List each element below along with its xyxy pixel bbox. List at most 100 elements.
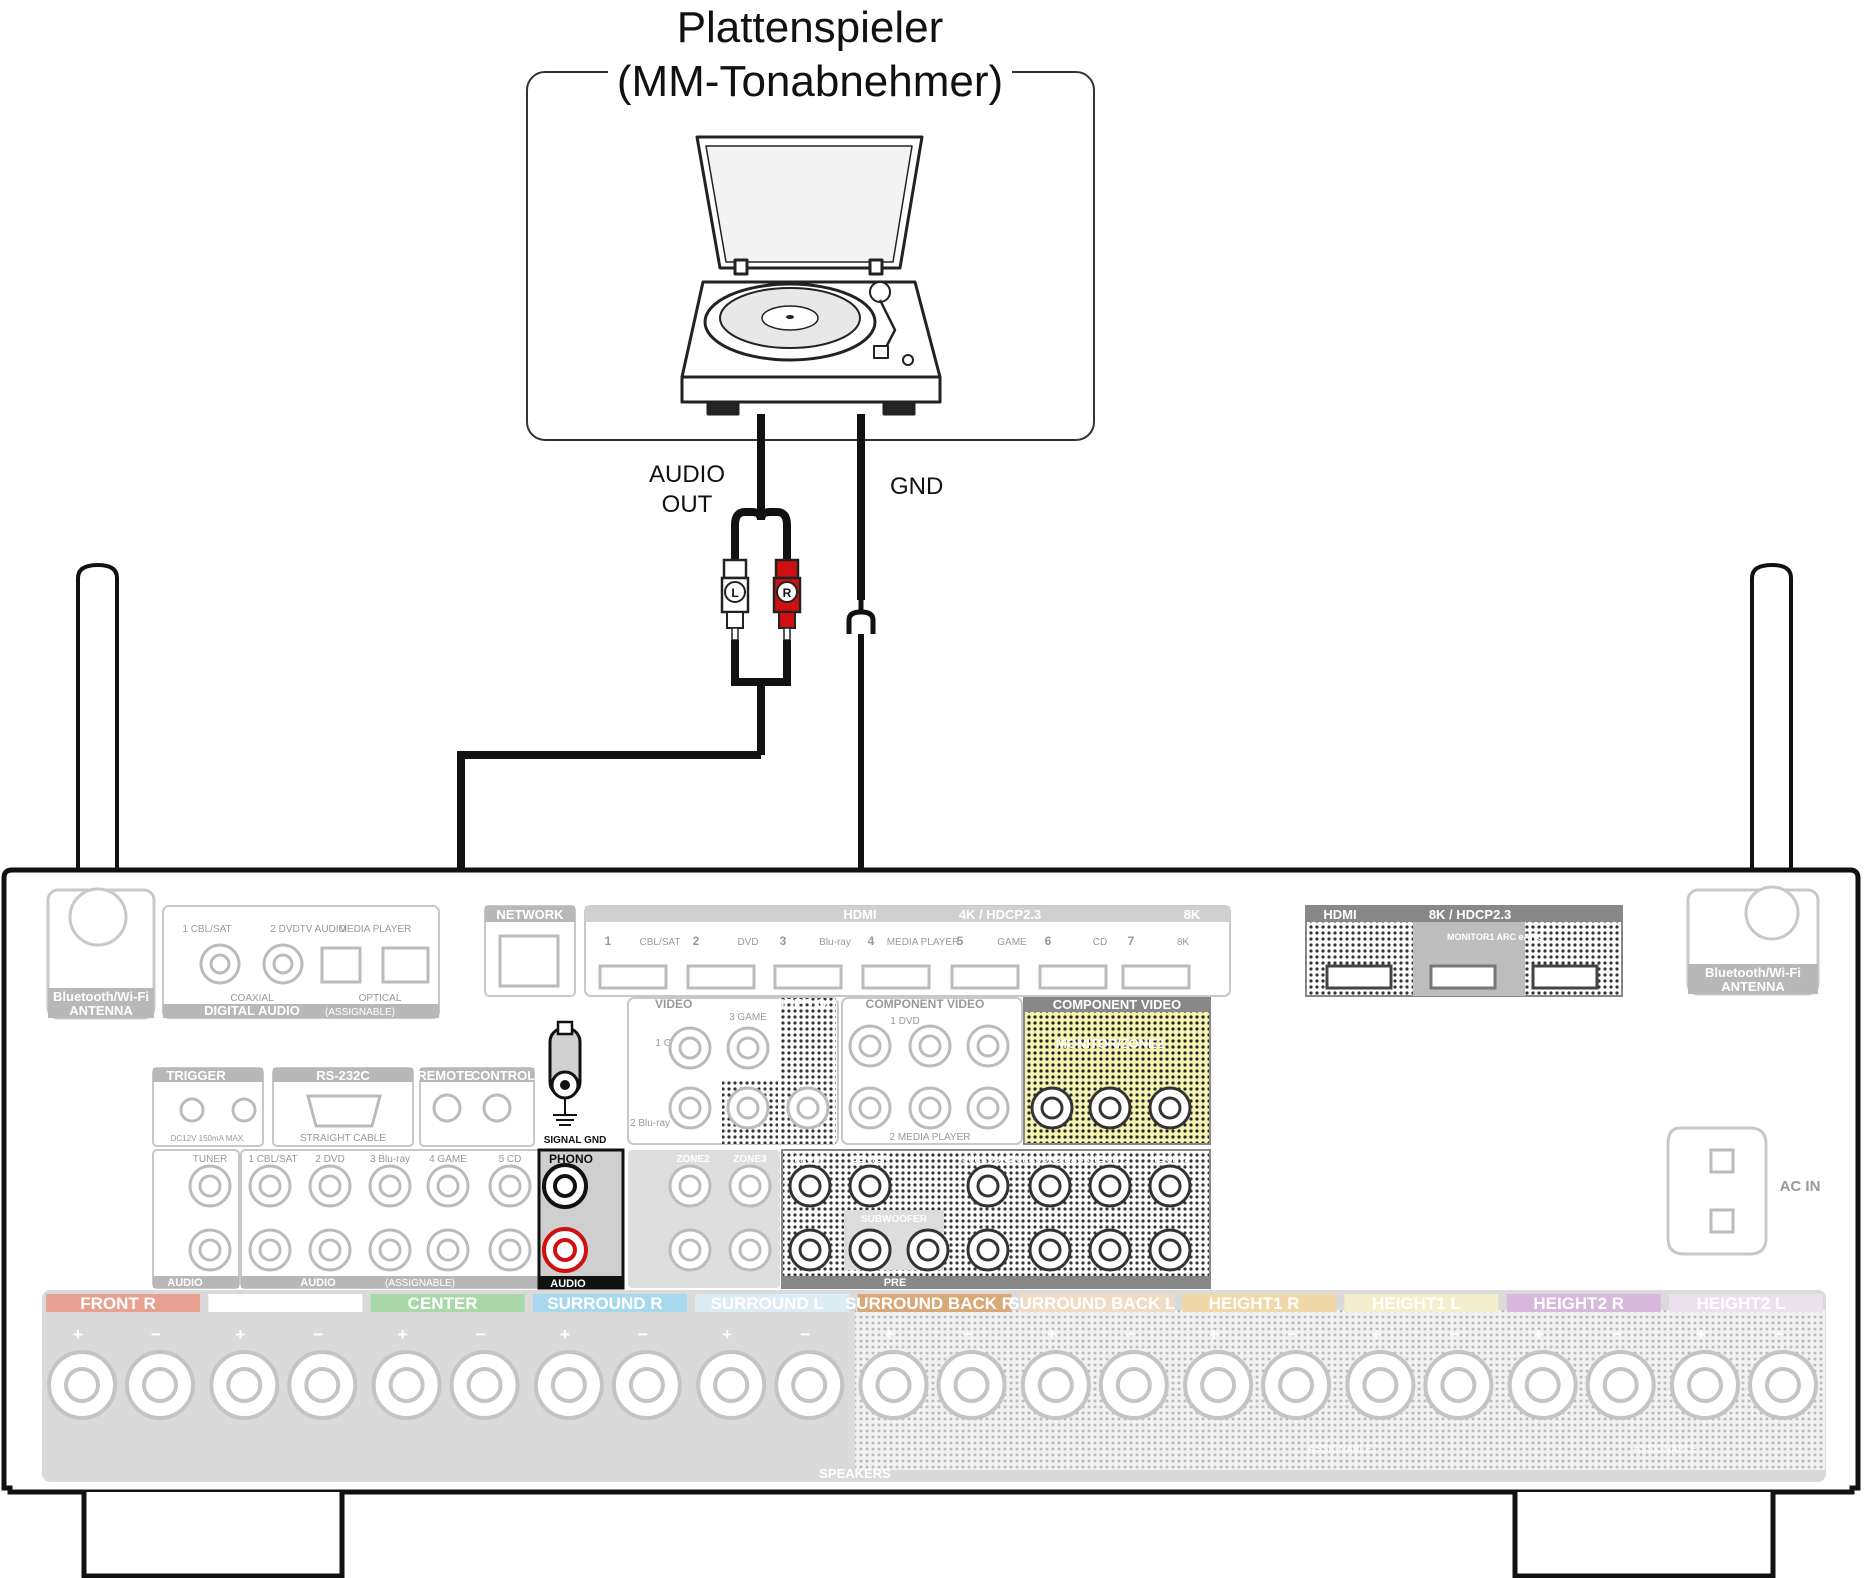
svg-text:+: + bbox=[1696, 1325, 1706, 1344]
speaker-terminal-pair: SURROUND R+− bbox=[532, 1294, 687, 1420]
video-jack bbox=[908, 1086, 952, 1130]
turntable-icon bbox=[680, 135, 942, 416]
svg-text:SURROUND: SURROUND bbox=[962, 1154, 1015, 1164]
pre-out-jack bbox=[966, 1164, 1010, 1208]
hdmi-out-section: HDMI 8K / HDCP2.3 MONITOR1 ARC eARC bbox=[1305, 905, 1623, 997]
svg-text:FRONT: FRONT bbox=[795, 1154, 826, 1164]
hdmi-input-label: CD bbox=[1093, 937, 1107, 948]
svg-text:TV AUDIO: TV AUDIO bbox=[300, 924, 347, 935]
hdmi-number: 5 bbox=[957, 934, 964, 948]
pre-out-jack bbox=[1088, 1228, 1132, 1272]
subwoofer-jack bbox=[906, 1228, 950, 1272]
svg-text:SPEAKERS: SPEAKERS bbox=[819, 1466, 891, 1481]
speaker-terminal-pair: FRONT R+− bbox=[46, 1294, 200, 1420]
phono-audio-label: AUDIO bbox=[550, 1278, 586, 1290]
plug-left-letter: L bbox=[731, 586, 738, 600]
svg-text:AUDIO: AUDIO bbox=[167, 1277, 203, 1289]
svg-text:1 CBL/SAT: 1 CBL/SAT bbox=[248, 1154, 297, 1165]
svg-text:4 GAME: 4 GAME bbox=[429, 1154, 467, 1165]
hdmi-input-label: 8K bbox=[1177, 937, 1190, 948]
svg-text:Bluetooth/Wi-Fi: Bluetooth/Wi-Fi bbox=[1705, 965, 1801, 980]
svg-text:SUBWOOFER: SUBWOOFER bbox=[861, 1214, 928, 1225]
speaker-channel-label: HEIGHT1 R bbox=[1209, 1294, 1300, 1313]
video-jack bbox=[848, 1086, 892, 1130]
svg-text:ANTENNA: ANTENNA bbox=[1721, 979, 1785, 994]
svg-text:−: − bbox=[638, 1325, 648, 1344]
rca-jack bbox=[426, 1228, 470, 1272]
svg-text:DC12V 150mA MAX.: DC12V 150mA MAX. bbox=[171, 1134, 246, 1143]
svg-text:+: + bbox=[235, 1325, 245, 1344]
antenna-base-right: Bluetooth/Wi-Fi ANTENNA bbox=[1686, 885, 1820, 996]
video-jack bbox=[668, 1026, 712, 1070]
svg-text:+: + bbox=[73, 1325, 83, 1344]
pre-out-jack bbox=[1088, 1164, 1132, 1208]
phono-input: PHONO AUDIO bbox=[537, 1148, 625, 1290]
rca-jack bbox=[728, 1228, 772, 1272]
digital-audio-section: 1 CBL/SAT 2 DVD TV AUDIO MEDIA PLAYER CO… bbox=[162, 905, 440, 1019]
svg-text:−: − bbox=[1287, 1325, 1297, 1344]
svg-text:(ASSIGNABLE): (ASSIGNABLE) bbox=[325, 1007, 395, 1018]
device-subtitle: (MM-Tonabnehmer) bbox=[617, 57, 1003, 106]
svg-text:−: − bbox=[1774, 1325, 1784, 1344]
speaker-terminal-pair: HEIGHT1 R + − bbox=[1182, 1294, 1337, 1420]
rca-jack bbox=[248, 1228, 292, 1272]
signal-gnd-terminal: SIGNAL GND bbox=[544, 1020, 606, 1146]
hdmi-in-port: 1 CBL/SAT bbox=[598, 934, 681, 990]
speaker-terminal-pair: SURROUND L+− bbox=[695, 1294, 850, 1420]
speaker-terminal-pair: HEIGHT2 L + − bbox=[1669, 1294, 1823, 1420]
speaker-channel-label: FRONT L bbox=[243, 1294, 317, 1313]
speaker-channel-label: HEIGHT2 L bbox=[1697, 1294, 1786, 1313]
svg-text:HEIGHT2: HEIGHT2 bbox=[1150, 1154, 1189, 1164]
hdmi-number: 3 bbox=[780, 934, 787, 948]
svg-text:DIGITAL AUDIO: DIGITAL AUDIO bbox=[204, 1003, 300, 1018]
svg-text:4K / HDCP2.3: 4K / HDCP2.3 bbox=[959, 907, 1041, 922]
audio-out-label-2: OUT bbox=[662, 491, 713, 518]
pre-out-jack bbox=[1148, 1228, 1192, 1272]
audio-out-label-1: AUDIO bbox=[649, 461, 725, 488]
svg-text:COMPONENT VIDEO: COMPONENT VIDEO bbox=[1053, 997, 1182, 1012]
pre-out-jack bbox=[966, 1228, 1010, 1272]
svg-text:TUNER: TUNER bbox=[193, 1154, 227, 1165]
video-jack bbox=[966, 1024, 1010, 1068]
speaker-channel-label: SURROUND BACK R bbox=[845, 1294, 1014, 1313]
control-section: TRIGGER DC12V 150mA MAX. RS-232C STRAIGH… bbox=[152, 1067, 535, 1147]
gnd-label: GND bbox=[890, 473, 943, 500]
hdmi-number: 1 bbox=[605, 934, 612, 948]
svg-text:1 DVD: 1 DVD bbox=[890, 1016, 919, 1027]
pre-out-jack bbox=[1148, 1164, 1192, 1208]
svg-text:VIDEO OUT: VIDEO OUT bbox=[772, 996, 844, 1011]
svg-text:−: − bbox=[1449, 1325, 1459, 1344]
svg-text:+: + bbox=[1209, 1325, 1219, 1344]
svg-text:+: + bbox=[1047, 1325, 1057, 1344]
rca-jack bbox=[188, 1228, 232, 1272]
svg-text:+: + bbox=[722, 1325, 732, 1344]
gnd-spade-terminal bbox=[846, 600, 876, 634]
svg-text:+: + bbox=[398, 1325, 408, 1344]
hdmi-number: 7 bbox=[1128, 934, 1135, 948]
svg-text:RS-232C: RS-232C bbox=[316, 1068, 370, 1083]
pre-out-jack bbox=[1028, 1164, 1072, 1208]
svg-text:MONITOR/ZONE2: MONITOR/ZONE2 bbox=[1056, 1036, 1164, 1051]
rca-plug-right: R bbox=[772, 558, 802, 641]
video-jack bbox=[786, 1086, 830, 1130]
svg-text:SURROUND BACK: SURROUND BACK bbox=[1010, 1154, 1091, 1164]
svg-text:1 CBL/SAT: 1 CBL/SAT bbox=[182, 924, 231, 935]
speaker-channel-label: SURROUND BACK L bbox=[1008, 1294, 1175, 1313]
rca-jack bbox=[668, 1164, 712, 1208]
svg-text:HDMI: HDMI bbox=[843, 907, 876, 922]
hdmi-input-label: CBL/SAT bbox=[640, 937, 681, 948]
hdmi-number: 2 bbox=[693, 934, 700, 948]
svg-text:AUDIO: AUDIO bbox=[300, 1277, 336, 1289]
svg-text:NETWORK: NETWORK bbox=[496, 907, 564, 922]
pre-out-jack bbox=[848, 1228, 892, 1272]
turntable-group: Plattenspieler (MM-Tonabnehmer) bbox=[457, 3, 1095, 1254]
svg-text:VIDEO: VIDEO bbox=[655, 997, 692, 1011]
svg-text:+: + bbox=[1371, 1325, 1381, 1344]
pre-out-jack bbox=[848, 1164, 892, 1208]
svg-text:HEIGHT1: HEIGHT1 bbox=[1090, 1154, 1129, 1164]
video-jack bbox=[668, 1086, 712, 1130]
